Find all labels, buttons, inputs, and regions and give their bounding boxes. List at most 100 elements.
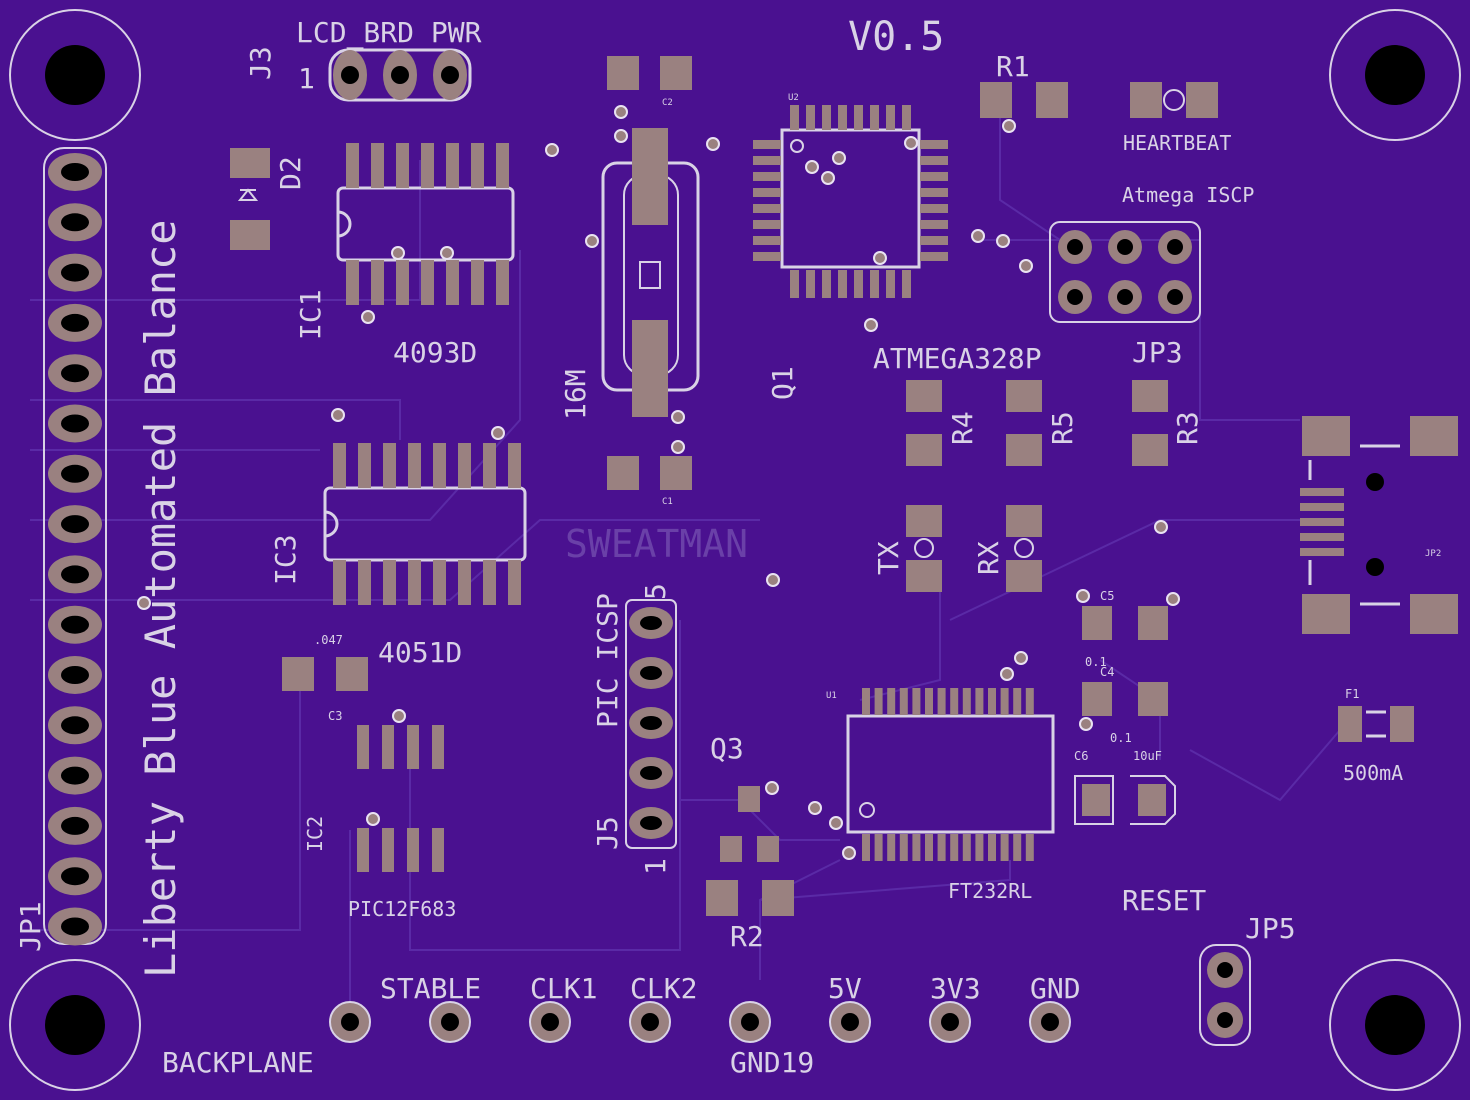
5v-label: 5V: [828, 972, 862, 1005]
u2-pin: [753, 172, 781, 181]
via: [671, 440, 685, 454]
backplane-drill: [1041, 1013, 1059, 1031]
via: [805, 160, 819, 174]
via: [1014, 651, 1028, 665]
via: [766, 573, 780, 587]
ic1-pin: [346, 260, 359, 305]
d2-label: D2: [274, 156, 307, 190]
jp1-drill: [61, 414, 89, 433]
via: [366, 812, 380, 826]
backplane-drill: [341, 1013, 359, 1031]
ic3-pin: [508, 560, 521, 605]
jp2-usb-connector: [1300, 416, 1458, 634]
jp1-drill: [61, 565, 89, 584]
jp1-label: JP1: [14, 901, 47, 952]
backplane-drill: [441, 1013, 459, 1031]
ic3-pin: [433, 443, 446, 488]
u2-pin: [753, 188, 781, 197]
via: [904, 136, 918, 150]
via: [440, 246, 454, 260]
jp1-drill: [61, 313, 89, 332]
jp3-drill: [1117, 289, 1133, 305]
u1-pin: [988, 834, 996, 861]
u2-pin: [854, 270, 863, 298]
u2-pin: [902, 105, 911, 130]
jp1-drill: [61, 766, 89, 785]
gnd19-label: GND19: [730, 1046, 814, 1079]
jp5-label: JP5: [1245, 912, 1296, 945]
mounting-holes: [9, 9, 1461, 1091]
backplane-drill: [741, 1013, 759, 1031]
u1-pin: [1013, 834, 1022, 861]
u2-pin: [920, 156, 948, 165]
u2-pin: [753, 236, 781, 245]
heartbeat-label: HEARTBEAT: [1123, 131, 1231, 155]
u2-pin: [753, 204, 781, 213]
ic2-label: IC2: [303, 816, 327, 852]
jp1-drill: [61, 666, 89, 684]
via: [1019, 259, 1033, 273]
j3-pin1-label: 1: [298, 62, 315, 95]
reset-label: RESET: [1122, 884, 1206, 917]
c4-value-label: 0.1: [1110, 731, 1132, 745]
ic3-pin: [408, 443, 421, 488]
rx-label: RX: [972, 541, 1005, 575]
via: [842, 846, 856, 860]
board-title: Liberty Blue Automated Balance: [136, 219, 185, 978]
jp1-drill: [61, 263, 89, 282]
gnd-label: GND: [1030, 972, 1081, 1005]
ftdi-label: FT232RL: [948, 879, 1032, 903]
r1-heartbeat: [980, 82, 1218, 118]
jp1-header: [43, 147, 107, 946]
d2-diode: [230, 148, 270, 250]
u1-pin: [950, 834, 959, 861]
via: [137, 596, 151, 610]
via: [1000, 667, 1014, 681]
c5-value-label: 0.1: [1085, 655, 1107, 669]
ic1-pin: [421, 143, 434, 188]
via: [996, 234, 1010, 248]
j5-pin1-label: 1: [639, 858, 672, 875]
crystal-label: 16M: [559, 369, 592, 420]
via: [706, 137, 720, 151]
u2-pin: [870, 270, 879, 298]
ic3-pin: [358, 443, 371, 488]
ic3-pin: [383, 560, 396, 605]
ic1-pin: [471, 260, 484, 305]
tx-label: TX: [872, 541, 905, 575]
jp1-drill: [61, 816, 89, 835]
u2-pin: [838, 270, 847, 298]
via: [391, 246, 405, 260]
ic3-pin: [483, 443, 496, 488]
ic1-pin: [421, 260, 434, 305]
isp-label: Atmega ISCP: [1122, 183, 1254, 207]
via: [1076, 589, 1090, 603]
u2-pin: [753, 252, 781, 261]
u1-pin: [874, 688, 883, 715]
via: [832, 151, 846, 165]
ic3-pin: [408, 560, 421, 605]
u2-pin: [822, 105, 831, 130]
u2-pin: [854, 105, 863, 130]
ic1-pin: [471, 143, 484, 188]
ic3-pin: [333, 443, 346, 488]
ic1-pin: [371, 143, 384, 188]
ic1-pin: [396, 260, 409, 305]
jp3-label: JP3: [1132, 336, 1183, 369]
ic3-pin: [508, 443, 521, 488]
jp1-drill: [61, 163, 89, 181]
jp1-drill: [61, 716, 89, 735]
via: [671, 410, 685, 424]
c4-label: C4: [1100, 665, 1114, 679]
u1-pin: [1000, 834, 1009, 861]
via: [614, 105, 628, 119]
u2-pin: [920, 172, 948, 181]
j3-label: J3: [244, 46, 277, 80]
via: [829, 816, 843, 830]
u2-pin: [838, 105, 847, 130]
q1-label: Q1: [766, 366, 799, 400]
via: [331, 408, 345, 422]
f1-value-label: 500mA: [1343, 761, 1403, 785]
u1-pin: [912, 688, 921, 715]
